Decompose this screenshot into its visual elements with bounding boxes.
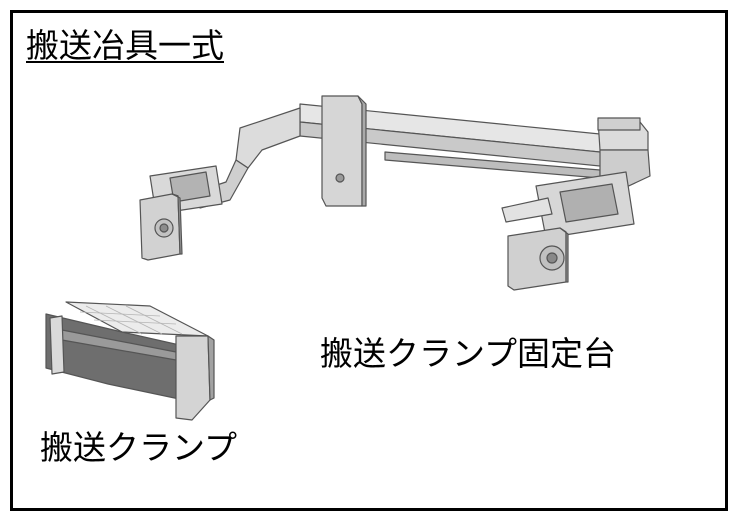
left-hanging-plate-side	[171, 193, 183, 255]
right-arm-block-shade	[559, 183, 619, 223]
center-plate-side	[357, 95, 367, 207]
top-flange	[597, 117, 641, 131]
diagram-frame	[10, 10, 728, 511]
fixture-base-label: 搬送クランプ固定台	[320, 334, 617, 373]
center-plate-hole	[335, 173, 345, 183]
clamp-left-plate	[49, 315, 65, 375]
right-arm-finger	[501, 197, 553, 223]
right-plate-knob-center	[546, 252, 558, 264]
right-hanging-plate-side	[559, 227, 569, 283]
page-title: 搬送冶具一式	[26, 26, 224, 65]
clamp-side-plate-edge	[207, 335, 215, 401]
left-plate-knob-center	[159, 223, 169, 233]
transfer-clamp-label: 搬送クランプ	[40, 428, 238, 467]
clamp-side-plate	[175, 335, 211, 421]
